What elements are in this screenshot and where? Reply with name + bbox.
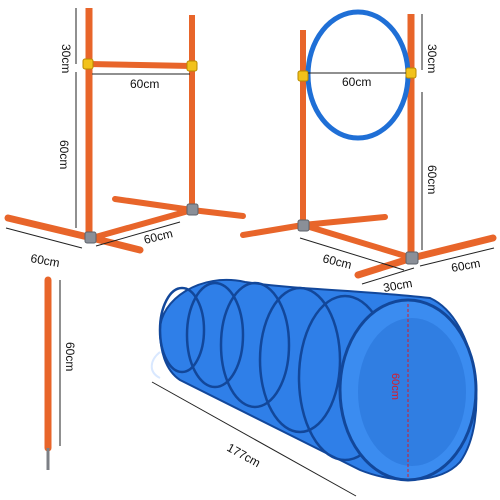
hoop-base-depth-front-label: 30cm (382, 276, 413, 295)
hurdle-base-width-line (95, 221, 181, 247)
hurdle-jump-illustration: 30cm 60cm 60cm 60cm 60cm (4, 8, 246, 270)
hoop-base-depth-side-line (419, 247, 495, 267)
hurdle-clip (82, 58, 94, 70)
hoop-base-width-label: 60cm (321, 251, 353, 272)
hurdle-base-depth-label: 60cm (29, 251, 60, 270)
tunnel-diameter-label: 60cm (389, 373, 401, 400)
hoop-base-width-line (299, 237, 405, 271)
tunnel-strap (150, 351, 161, 379)
hoop-base-joint (297, 219, 310, 232)
hurdle-base-bar (88, 234, 144, 254)
tunnel-ring (258, 286, 342, 434)
hurdle-base-bar (89, 207, 195, 241)
hurdle-base-bar (112, 196, 195, 213)
hoop-clip (405, 67, 417, 79)
hoop-top-height-label: 30cm (425, 44, 439, 73)
weave-pole-illustration: 60cm (44, 276, 77, 470)
hurdle-crossbar (86, 61, 195, 69)
hurdle-top-height-label: 30cm (59, 44, 73, 73)
tunnel-length-label: 177cm (225, 440, 263, 470)
hurdle-base-joint (84, 231, 97, 244)
hurdle-bar-width-label: 60cm (130, 77, 159, 91)
hoop-base-depth-front-line (361, 267, 415, 285)
hurdle-clip (186, 60, 198, 72)
hurdle-base-bar (189, 207, 246, 219)
hoop-base-bar (300, 214, 388, 228)
tunnel-ring (219, 281, 291, 409)
hurdle-base-depth-line (5, 227, 83, 249)
agility-tunnel-illustration: 177cm 60cm (150, 279, 478, 497)
weave-pole-height-label: 60cm (63, 342, 77, 371)
tunnel-ring (185, 281, 245, 389)
hoop-jump-illustration: 60cm 30cm 60cm 60cm 30cm 60cm (240, 9, 497, 295)
hoop-clip (297, 70, 309, 82)
hoop-base-bar (240, 222, 306, 238)
hurdle-base-joint (186, 203, 199, 216)
hurdle-base-width-label: 60cm (142, 226, 174, 247)
hoop-base-bar (354, 254, 416, 279)
hoop-lower-height-label: 60cm (425, 165, 439, 194)
hoop-base-joint (405, 251, 419, 265)
hurdle-base-bar (4, 214, 96, 242)
hurdle-lower-height-label: 60cm (57, 140, 71, 169)
hoop-ring-width-label: 60cm (342, 75, 371, 89)
hoop-base-bar (408, 234, 497, 262)
hoop-base-bar (300, 222, 415, 261)
tunnel-inner (358, 318, 466, 466)
tunnel-length-line (151, 381, 357, 497)
hoop-base-depth-side-label: 60cm (450, 256, 481, 275)
tunnel-ring (158, 286, 206, 374)
